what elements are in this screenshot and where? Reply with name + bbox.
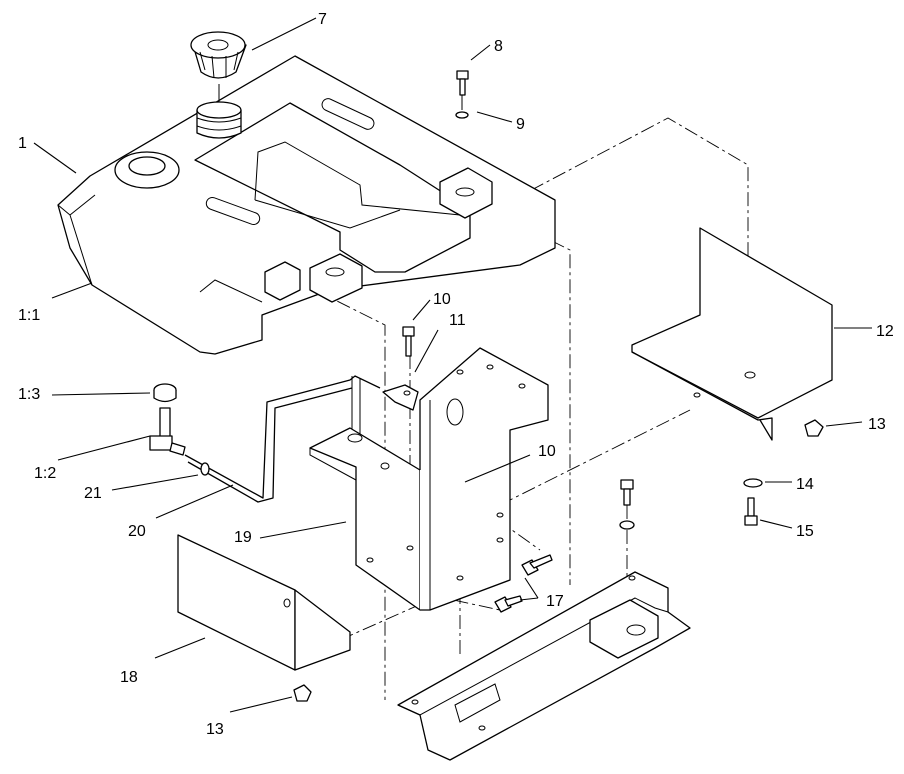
- fuel-line: [184, 375, 381, 503]
- label-20: 20: [128, 523, 146, 540]
- fuel-cap: [190, 31, 247, 79]
- label-8: 8: [494, 38, 503, 55]
- lockwasher-14: [743, 478, 763, 488]
- label-13-lower: 13: [206, 721, 224, 738]
- label-1-3: 1:3: [18, 386, 40, 403]
- cover-plate: [177, 534, 351, 671]
- label-7: 7: [318, 11, 327, 28]
- frame-bolt: [620, 479, 634, 506]
- label-11: 11: [449, 312, 466, 329]
- frame-base: [397, 571, 691, 761]
- leader-lines: [33, 17, 872, 713]
- bolt-8: [456, 70, 469, 96]
- clamp-21: [200, 462, 210, 476]
- callout-labels: 1 1:1 1:3 1:2 21 20 7 8 9 10 11 10 12 13…: [18, 11, 894, 738]
- bolt-17-lower: [494, 595, 523, 613]
- l-bracket: [631, 227, 833, 441]
- label-13-right: 13: [868, 416, 886, 433]
- washer-9: [455, 111, 469, 119]
- label-19: 19: [234, 529, 252, 546]
- nut-13-lower: [293, 684, 312, 702]
- label-9: 9: [516, 116, 525, 133]
- label-17: 17: [546, 593, 564, 610]
- fuel-tank: [57, 55, 556, 355]
- label-1-1: 1:1: [18, 307, 40, 324]
- grommet-1-3: [153, 383, 177, 403]
- label-18: 18: [120, 669, 138, 686]
- label-14: 14: [796, 476, 814, 493]
- label-15: 15: [796, 523, 814, 540]
- clip-11: [382, 384, 419, 411]
- bolt-15: [744, 497, 758, 526]
- frame-washer: [619, 520, 635, 530]
- nut-13-right: [804, 419, 824, 437]
- fuel-neck: [196, 101, 242, 139]
- bolt-10-upper: [402, 326, 415, 357]
- label-10-upper: 10: [433, 291, 451, 308]
- bolt-17-upper: [521, 554, 553, 576]
- support-bracket: [309, 347, 549, 611]
- label-21: 21: [84, 485, 102, 502]
- label-1: 1: [18, 135, 27, 152]
- elbow-fitting-1-2: [149, 407, 186, 456]
- label-1-2: 1:2: [34, 465, 56, 482]
- label-12: 12: [876, 323, 894, 340]
- label-10-lower: 10: [538, 443, 556, 460]
